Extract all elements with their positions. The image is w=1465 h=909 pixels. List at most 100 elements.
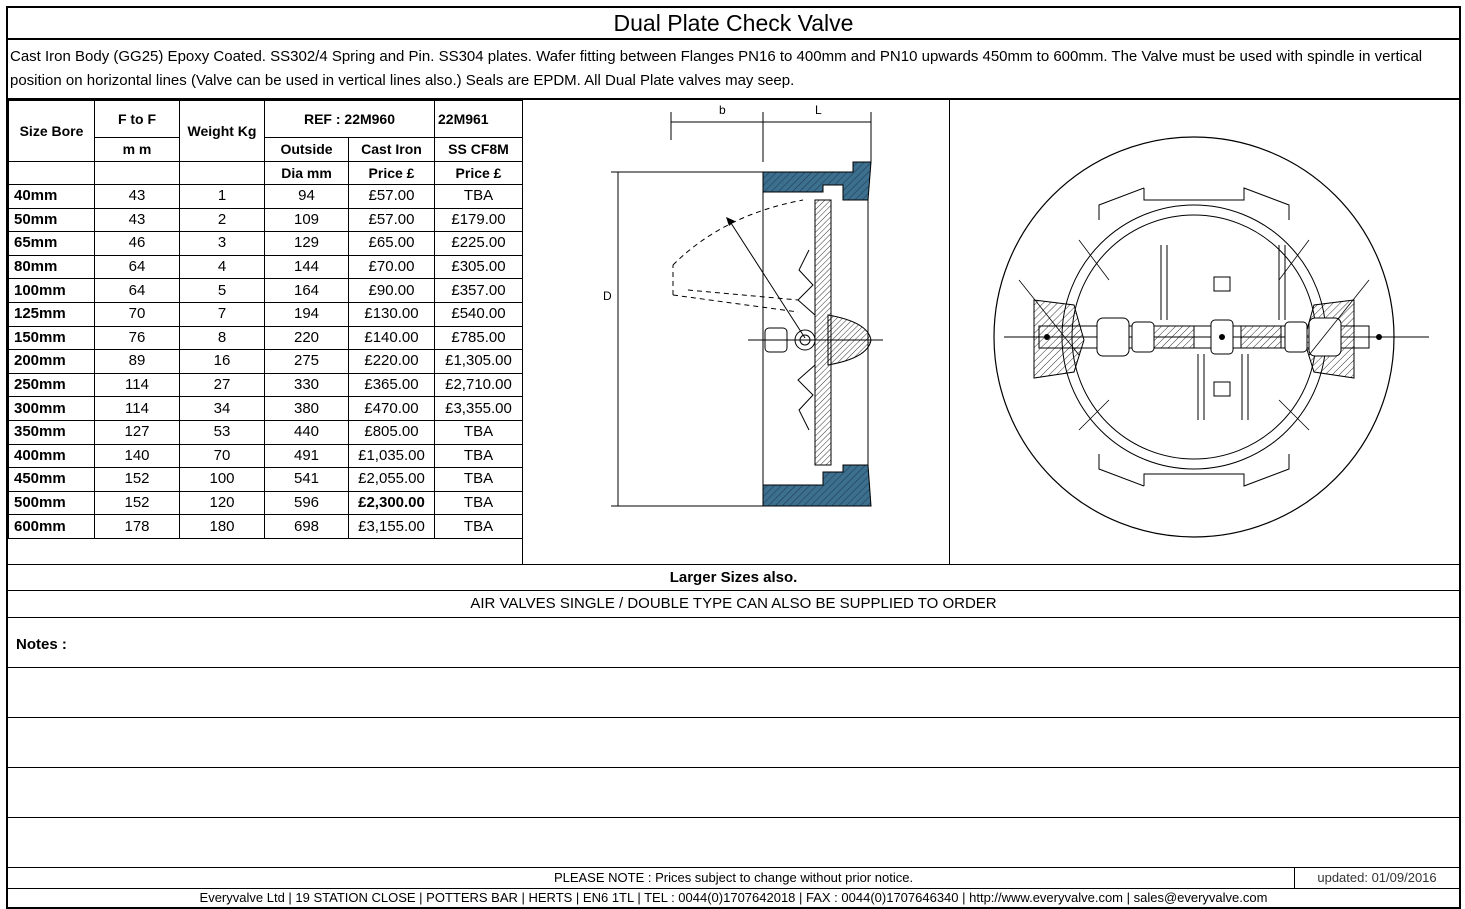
f-to-f-cell: 64 <box>94 254 180 280</box>
f-to-f-cell: 114 <box>94 396 180 421</box>
header-blank <box>8 160 95 185</box>
ss-price-cell: TBA <box>434 514 523 539</box>
f-to-f-cell: 89 <box>94 349 180 374</box>
ss-price-cell: £357.00 <box>434 278 523 303</box>
size-bore-cell: 80mm <box>8 254 95 280</box>
header-f-to-f-unit: m m <box>94 137 180 162</box>
header-ss-cf8m: SS CF8M <box>434 137 523 162</box>
weight-cell: 4 <box>179 254 265 280</box>
updated-date: updated: 01/09/2016 <box>1294 868 1459 888</box>
f-to-f-cell: 127 <box>94 419 180 445</box>
outside-dia-cell: 164 <box>264 278 349 303</box>
cast-iron-price-cell: £3,155.00 <box>348 514 435 539</box>
weight-cell: 70 <box>179 443 265 469</box>
f-to-f-cell: 43 <box>94 207 180 233</box>
weight-cell: 3 <box>179 231 265 256</box>
size-bore-cell: 400mm <box>8 443 95 469</box>
weight-cell: 100 <box>179 467 265 492</box>
header-price-ss: Price £ <box>434 160 523 185</box>
price-table: Size Bore F to F Weight Kg REF : 22M960 … <box>8 100 523 539</box>
weight-cell: 8 <box>179 325 265 351</box>
dim-b-label: b <box>719 103 726 117</box>
header-size-bore: Size Bore <box>8 100 95 162</box>
page-title: Dual Plate Check Valve <box>8 8 1459 40</box>
cast-iron-price-cell: £65.00 <box>348 231 435 256</box>
ss-price-cell: £785.00 <box>434 325 523 351</box>
ss-price-cell: £225.00 <box>434 231 523 256</box>
size-bore-cell: 250mm <box>8 372 95 398</box>
ss-price-cell: £179.00 <box>434 207 523 233</box>
outside-dia-cell: 491 <box>264 443 349 469</box>
cast-iron-price-cell: £1,035.00 <box>348 443 435 469</box>
outside-dia-cell: 129 <box>264 231 349 256</box>
weight-cell: 2 <box>179 207 265 233</box>
weight-cell: 7 <box>179 301 265 327</box>
cast-iron-price-cell: £90.00 <box>348 278 435 303</box>
outside-dia-cell: 698 <box>264 514 349 539</box>
header-weight: Weight Kg <box>179 100 265 162</box>
f-to-f-cell: 70 <box>94 301 180 327</box>
cast-iron-price-cell: £57.00 <box>348 184 435 209</box>
f-to-f-cell: 140 <box>94 443 180 469</box>
outside-dia-cell: 380 <box>264 396 349 421</box>
header-f-to-f: F to F <box>94 100 180 138</box>
f-to-f-cell: 46 <box>94 231 180 256</box>
product-description: Cast Iron Body (GG25) Epoxy Coated. SS30… <box>8 40 1459 100</box>
outside-dia-cell: 220 <box>264 325 349 351</box>
size-bore-cell: 500mm <box>8 490 95 516</box>
dim-d-label: D <box>603 289 612 303</box>
f-to-f-cell: 43 <box>94 184 180 209</box>
f-to-f-cell: 64 <box>94 278 180 303</box>
size-bore-cell: 50mm <box>8 207 95 233</box>
size-bore-cell: 350mm <box>8 419 95 445</box>
price-sheet: Dual Plate Check Valve Cast Iron Body (G… <box>6 6 1461 909</box>
f-to-f-cell: 114 <box>94 372 180 398</box>
size-bore-cell: 150mm <box>8 325 95 351</box>
header-ref: REF : 22M960 <box>264 100 435 138</box>
header-ref2: 22M961 <box>434 100 523 138</box>
ss-price-cell: TBA <box>434 443 523 469</box>
size-bore-cell: 40mm <box>8 184 95 209</box>
weight-cell: 16 <box>179 349 265 374</box>
outside-dia-cell: 275 <box>264 349 349 374</box>
cast-iron-price-cell: £220.00 <box>348 349 435 374</box>
f-to-f-cell: 76 <box>94 325 180 351</box>
size-bore-cell: 200mm <box>8 349 95 374</box>
dim-l-label: L <box>815 103 822 117</box>
price-change-notice: PLEASE NOTE : Prices subject to change w… <box>553 870 914 885</box>
ss-price-cell: TBA <box>434 490 523 516</box>
ss-price-cell: £305.00 <box>434 254 523 280</box>
outside-dia-cell: 94 <box>264 184 349 209</box>
outside-dia-cell: 596 <box>264 490 349 516</box>
size-bore-cell: 600mm <box>8 514 95 539</box>
size-bore-cell: 65mm <box>8 231 95 256</box>
notes-line <box>8 718 1459 768</box>
cast-iron-price-cell: £140.00 <box>348 325 435 351</box>
cast-iron-price-cell: £805.00 <box>348 419 435 445</box>
cast-iron-price-cell: £2,055.00 <box>348 467 435 492</box>
weight-cell: 120 <box>179 490 265 516</box>
header-cast-iron: Cast Iron <box>348 137 435 162</box>
weight-cell: 180 <box>179 514 265 539</box>
header-dia-mm: Dia mm <box>264 160 349 185</box>
f-to-f-cell: 152 <box>94 467 180 492</box>
ss-price-cell: TBA <box>434 184 523 209</box>
valve-side-section-drawing: b L D <box>522 100 950 564</box>
size-bore-cell: 300mm <box>8 396 95 421</box>
size-bore-cell: 450mm <box>8 467 95 492</box>
cast-iron-price-cell: £70.00 <box>348 254 435 280</box>
cast-iron-price-cell: £365.00 <box>348 372 435 398</box>
cast-iron-price-cell: £130.00 <box>348 301 435 327</box>
outside-dia-cell: 541 <box>264 467 349 492</box>
